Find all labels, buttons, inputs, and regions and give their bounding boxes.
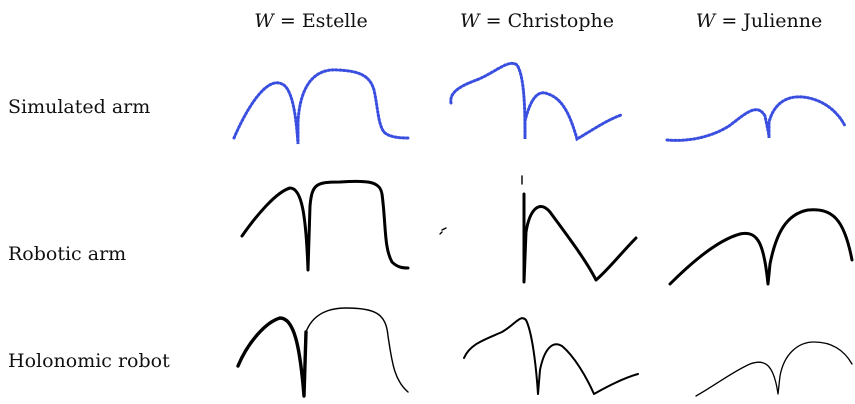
simulated-arm-christophe-trace <box>449 62 623 142</box>
robotic-arm-julienne-path <box>668 208 854 286</box>
row-label-simulated-arm: Simulated arm <box>8 96 151 118</box>
simulated-arm-christophe-path <box>449 62 623 142</box>
simulated-arm-estelle-path <box>232 68 412 145</box>
holonomic-robot-christophe-path <box>463 317 639 395</box>
simulated-arm-julienne-trace <box>665 95 847 142</box>
column-relation: = <box>279 10 296 32</box>
holonomic-robot-christophe-trace <box>463 317 639 395</box>
robotic-arm-julienne-trace <box>668 208 854 286</box>
simulated-arm-julienne-path <box>665 95 847 142</box>
row-label-holonomic-robot: Holonomic robot <box>8 350 170 372</box>
column-relation: = <box>721 10 738 32</box>
column-relation: = <box>485 10 502 32</box>
column-header-estelle: W = Estelle <box>222 6 400 36</box>
holonomic-robot-estelle-trace <box>236 307 409 398</box>
robotic-arm-estelle-path <box>240 179 410 272</box>
robotic-arm-estelle-trace <box>240 179 410 272</box>
holonomic-robot-julienne-path <box>695 341 853 397</box>
robotic-arm-christophe-fragment <box>439 227 447 235</box>
robotic-arm-christophe-path <box>522 192 638 284</box>
holonomic-robot-julienne-trace <box>695 341 853 397</box>
simulated-arm-estelle-trace <box>232 68 412 145</box>
holonomic-robot-estelle-path-bold <box>236 316 308 398</box>
row-label-robotic-arm: Robotic arm <box>8 243 127 265</box>
column-header-christophe: W = Christophe <box>432 6 642 36</box>
column-name: Julienne <box>743 10 823 32</box>
robotic-arm-christophe-trace <box>439 175 638 284</box>
column-variable: W <box>460 10 480 32</box>
column-variable: W <box>695 10 716 32</box>
column-variable: W <box>254 10 274 32</box>
column-header-julienne: W = Julienne <box>668 6 850 36</box>
column-name: Christophe <box>507 10 614 32</box>
holonomic-robot-estelle-path-thin <box>305 307 409 393</box>
column-name: Estelle <box>301 10 368 32</box>
